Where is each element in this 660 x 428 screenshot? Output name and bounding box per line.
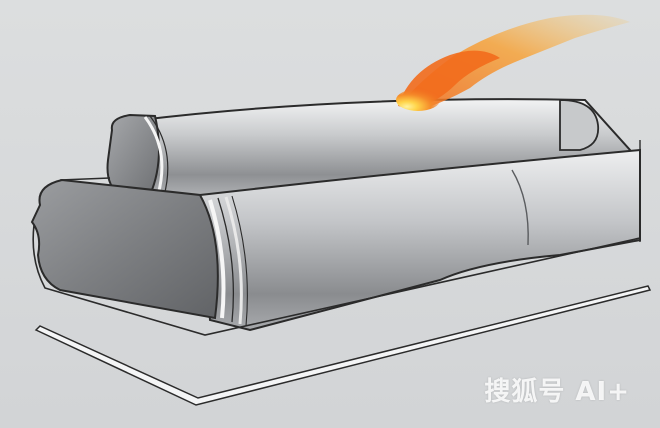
flame-trail (400, 14, 630, 110)
lower-cell-cap (30, 178, 219, 320)
lower-cell-seam (511, 169, 529, 246)
lower-cap-rim-line (217, 197, 235, 323)
upper-cell-cap (106, 113, 160, 196)
upper-cap-rim-line (149, 115, 169, 197)
upper-cap-rim (143, 116, 164, 196)
lower-cap-rim-2 (224, 196, 243, 325)
lower-cap-rim-line-2 (231, 195, 248, 327)
upper-cell-end (559, 99, 600, 151)
shell-top-edge (59, 177, 111, 181)
base-plate (34, 285, 652, 406)
lower-cap-rim (208, 199, 226, 319)
watermark-text: 搜狐号 AI+ (484, 377, 630, 407)
flame-core (396, 89, 440, 111)
shell-bottom-edge (32, 224, 641, 336)
lower-cell-body (198, 148, 641, 332)
